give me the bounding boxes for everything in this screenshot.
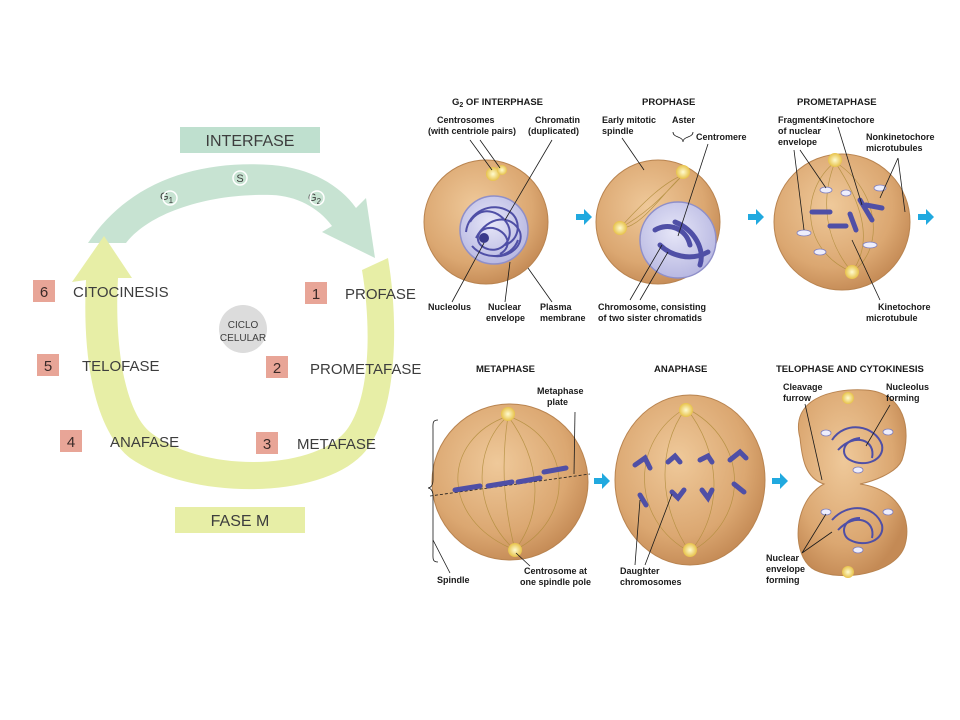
centrosome bbox=[501, 407, 515, 421]
chromosomes bbox=[452, 465, 569, 493]
mitosis-panels: G2 OF INTERPHASE PROPHASE PROMETAPHASE M… bbox=[423, 97, 935, 587]
title-metaphase: METAPHASE bbox=[476, 364, 535, 375]
phase-2-name: PROMETAFASE bbox=[310, 361, 421, 378]
phase-3-number-box bbox=[256, 432, 278, 454]
title-g2: G2 OF INTERPHASE bbox=[452, 97, 543, 109]
phase-3-name: METAFASE bbox=[297, 436, 376, 453]
centrosome bbox=[508, 543, 522, 557]
chromosomes bbox=[652, 219, 711, 268]
nuclear-fragments bbox=[796, 184, 887, 256]
metaphase-plate-line bbox=[429, 473, 591, 497]
interphase-arrow bbox=[88, 164, 375, 258]
phase-2-number: 2 bbox=[273, 360, 281, 377]
daughter-chromosomes bbox=[632, 448, 749, 508]
label-kinetochore: Kinetochore bbox=[822, 115, 875, 125]
phase-4-number: 4 bbox=[67, 434, 75, 451]
label-centromere: Centromere bbox=[696, 132, 747, 142]
phase-g2-label: G2 bbox=[308, 192, 322, 206]
phase-g2-dot bbox=[309, 190, 325, 206]
sequence-arrows bbox=[576, 209, 934, 489]
interfase-label: INTERFASE bbox=[206, 133, 295, 150]
label-aster: Aster bbox=[672, 115, 696, 125]
mphase-arrow bbox=[72, 236, 395, 490]
aster bbox=[613, 221, 627, 235]
centrosome bbox=[842, 566, 854, 578]
chromosomes bbox=[809, 197, 885, 233]
cycle-center bbox=[219, 305, 267, 353]
centrosome bbox=[828, 153, 842, 167]
nucleolus bbox=[479, 233, 489, 243]
chromatin bbox=[465, 206, 522, 258]
phase-6-number-box bbox=[33, 280, 55, 302]
nuclear-envelope-fragments bbox=[820, 428, 894, 554]
title-prophase: PROPHASE bbox=[642, 97, 695, 108]
phase-6-number: 6 bbox=[40, 284, 48, 301]
title-telophase: TELOPHASE AND CYTOKINESIS bbox=[776, 364, 924, 375]
phase-2-number-box bbox=[266, 356, 288, 378]
centrosome bbox=[842, 392, 854, 404]
centrosome bbox=[845, 265, 859, 279]
cell-telophase bbox=[797, 389, 908, 578]
title-prometaphase: PROMETAPHASE bbox=[797, 97, 877, 108]
phase-5-name: TELOFASE bbox=[82, 358, 160, 375]
arrow-icon bbox=[918, 209, 934, 225]
fase-m-band bbox=[175, 507, 305, 533]
cell-g2-interphase bbox=[423, 159, 549, 285]
arrow-icon bbox=[576, 209, 592, 225]
label-chromatin: Chromatin(duplicated) bbox=[528, 115, 580, 136]
phase-4-number-box bbox=[60, 430, 82, 452]
label-nucleolus: Nucleolus bbox=[428, 302, 471, 312]
cell-cycle-diagram: INTERFASE S G1 G2 FASE M CICLO CELULAR 1… bbox=[33, 127, 421, 533]
chromosomes-forming-nucleus bbox=[831, 426, 884, 545]
cycle-center-line2: CELULAR bbox=[220, 333, 266, 344]
phase-g1-dot bbox=[162, 190, 178, 206]
cycle-center-line1: CICLO bbox=[228, 320, 259, 331]
phase-1-name: PROFASE bbox=[345, 286, 416, 303]
phase-1-number: 1 bbox=[312, 286, 320, 303]
title-anaphase: ANAPHASE bbox=[654, 364, 707, 375]
phase-1-number-box bbox=[305, 282, 327, 304]
arrow-icon bbox=[594, 473, 610, 489]
aster bbox=[676, 165, 690, 179]
nucleus bbox=[639, 201, 717, 279]
cell-metaphase bbox=[429, 403, 591, 561]
telophase-cell-body bbox=[797, 389, 908, 576]
cell-prometaphase bbox=[773, 153, 911, 291]
phase-6-name: CITOCINESIS bbox=[73, 284, 169, 301]
centrosome bbox=[486, 167, 500, 181]
phase-g1-label: G1 bbox=[160, 191, 174, 205]
centrosome bbox=[679, 403, 693, 417]
fase-m-label: FASE M bbox=[211, 513, 270, 530]
phase-5-number: 5 bbox=[44, 358, 52, 375]
centrosome bbox=[683, 543, 697, 557]
spindle-bracket bbox=[427, 419, 439, 563]
phase-s-label: S bbox=[236, 173, 243, 185]
arrow-icon bbox=[748, 209, 764, 225]
interfase-band bbox=[180, 127, 320, 153]
phase-s-dot bbox=[232, 170, 248, 186]
label-spindle: Spindle bbox=[437, 575, 470, 585]
phase-4-name: ANAFASE bbox=[110, 434, 179, 451]
phase-5-number-box bbox=[37, 354, 59, 376]
phase-3-number: 3 bbox=[263, 436, 271, 453]
cell-anaphase bbox=[614, 394, 766, 566]
cell-prophase bbox=[595, 159, 721, 285]
arrow-icon bbox=[772, 473, 788, 489]
label-centrosomes: Centrosomes(with centriole pairs) bbox=[428, 115, 516, 136]
